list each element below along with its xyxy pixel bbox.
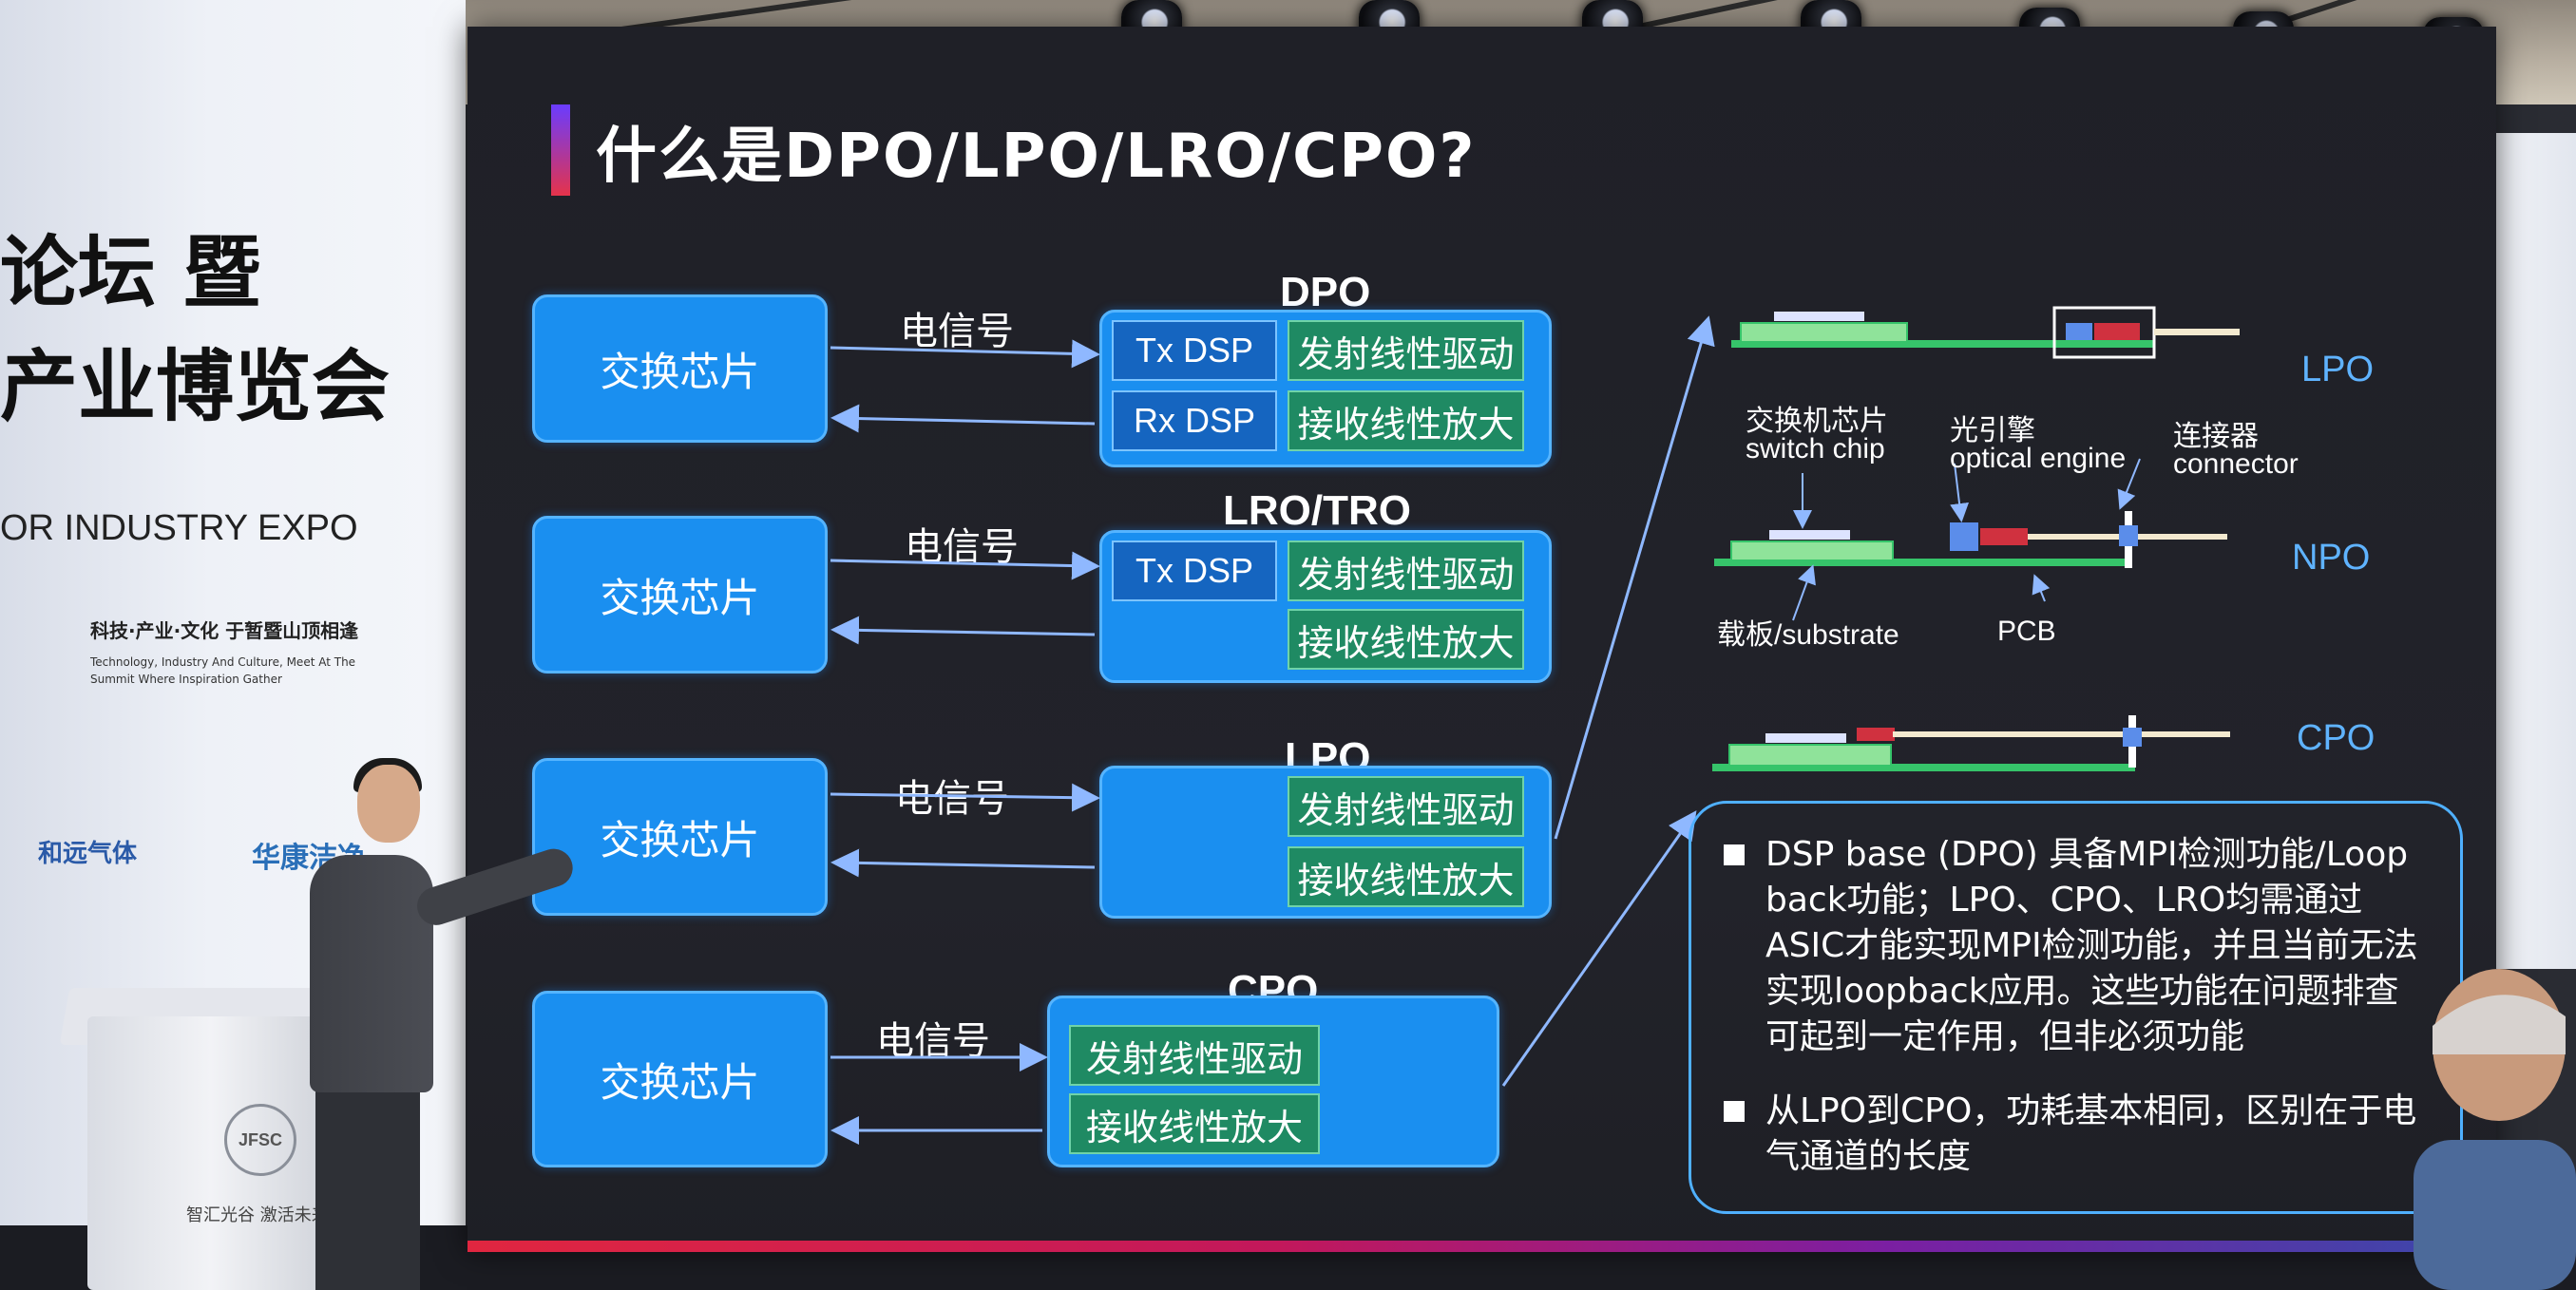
tx-linear-driver: 发射线性驱动: [1288, 776, 1524, 837]
note-item: 从LPO到CPO，功耗基本相同，区别在于电气通道的长度: [1720, 1089, 2432, 1180]
tx-arrow: [830, 783, 1100, 812]
tx-dsp-block: Tx DSP: [1112, 320, 1277, 381]
rx-arrow: [830, 848, 1096, 878]
rx-arrow: [830, 404, 1096, 433]
title-accent-bar: [551, 104, 570, 196]
signal-label: 电信号: [876, 1019, 990, 1063]
diagram-label-lpo: LPO: [2301, 350, 2375, 389]
podium-slogan: 智汇光谷 激活未来: [186, 1205, 329, 1225]
dpo-module: Tx DSP Rx DSP 发射线性驱动 接收线性放大: [1099, 310, 1552, 467]
cpo-diagram: [1712, 715, 2230, 771]
rx-arrow: [830, 616, 1096, 645]
audience-member: [2414, 969, 2576, 1290]
lpo-module: 发射线性驱动 接收线性放大: [1099, 766, 1552, 919]
module-label-dpo: DPO: [1280, 269, 1371, 315]
slide-screen: 什么是DPO/LPO/LRO/CPO? 交换芯片 电信号 DPO Tx DSP …: [467, 27, 2496, 1252]
switch-chip-block: 交换芯片: [532, 991, 828, 1167]
switch-chip-block: 交换芯片: [532, 516, 828, 673]
speaker-head: [357, 765, 420, 843]
tx-dsp-block: Tx DSP: [1112, 541, 1277, 601]
diagram-label-cpo: CPO: [2297, 718, 2376, 758]
note-text: 从LPO到CPO，功耗基本相同，区别在于电气通道的长度: [1765, 1091, 2417, 1176]
banner-subtitle-2: Summit Where Inspiration Gather: [90, 673, 282, 686]
switch-chip-label-en: switch chip: [1746, 433, 1885, 465]
signal-label: 电信号: [895, 777, 1009, 821]
slide-title: 什么是DPO/LPO/LRO/CPO?: [596, 122, 1477, 192]
lpo-diagram: [1731, 306, 2240, 359]
pointer-arrow: [2032, 574, 2051, 602]
tx-arrow: [830, 551, 1100, 580]
pointer-arrow: [1792, 564, 1816, 621]
pointer-arrow: [2117, 458, 2141, 510]
sponsor-logo-1: 和远气体: [38, 840, 138, 868]
cpo-module: 发射线性驱动 接收线性放大: [1047, 996, 1499, 1167]
note-text: DSP base (DPO) 具备MPI检测功能/Loop back功能；LPO…: [1765, 835, 2418, 1056]
switch-chip-label-cn: 交换机芯片: [1746, 406, 1888, 437]
npo-diagram: [1714, 511, 2227, 568]
banner-expo-text: OR INDUSTRY EXPO: [0, 508, 358, 548]
pcb-label: PCB: [1997, 616, 2056, 647]
notes-box: DSP base (DPO) 具备MPI检测功能/Loop back功能；LPO…: [1689, 801, 2463, 1214]
banner-subtitle-1: Technology, Industry And Culture, Meet A…: [90, 655, 356, 669]
callout-line: [1554, 315, 1715, 840]
substrate-label: 载板/substrate: [1717, 619, 1899, 651]
connector-label-cn: 连接器: [2173, 421, 2259, 452]
rx-linear-amp: 接收线性放大: [1288, 846, 1524, 907]
podium-logo: JFSC: [224, 1104, 296, 1176]
banner-title-line1: 论坛 暨: [0, 228, 261, 318]
banner-slogan: 科技·产业·文化 于暂暨山顶相逢: [90, 619, 359, 642]
tx-linear-driver: 发射线性驱动: [1288, 320, 1524, 381]
diagram-lines: [830, 306, 2240, 1145]
signal-label: 电信号: [900, 310, 1014, 353]
podium: [87, 1016, 334, 1290]
switch-chip-block: 交换芯片: [532, 758, 828, 916]
switch-chip-block: 交换芯片: [532, 294, 828, 443]
speaker: [310, 855, 433, 1092]
screen-bottom-bar: [467, 1241, 2496, 1252]
square-bullet-icon: [1724, 844, 1745, 865]
tx-linear-driver: 发射线性驱动: [1069, 1025, 1320, 1086]
pointer-arrow: [1950, 463, 1970, 522]
callout-line: [1501, 810, 1697, 1087]
tx-arrow: [830, 339, 1100, 369]
rx-linear-amp: 接收线性放大: [1288, 390, 1524, 451]
lro-module: Tx DSP 发射线性驱动 接收线性放大: [1099, 530, 1552, 683]
optical-engine-label-en: optical engine: [1950, 443, 2127, 474]
optical-engine-label-cn: 光引擎: [1950, 415, 2035, 446]
tx-linear-driver: 发射线性驱动: [1288, 541, 1524, 601]
right-banner: [2494, 133, 2576, 969]
rx-linear-amp: 接收线性放大: [1069, 1093, 1320, 1154]
connector-label-en: connector: [2173, 448, 2299, 480]
rx-linear-amp: 接收线性放大: [1288, 609, 1524, 670]
banner-title-line2: 产业博览会: [0, 342, 391, 432]
speaker-legs: [315, 1083, 420, 1290]
module-label-lro: LRO/TRO: [1223, 487, 1411, 534]
diagram-label-npo: NPO: [2292, 538, 2371, 578]
rx-dsp-block: Rx DSP: [1112, 390, 1277, 451]
note-item: DSP base (DPO) 具备MPI检测功能/Loop back功能；LPO…: [1720, 832, 2432, 1060]
square-bullet-icon: [1724, 1101, 1745, 1122]
